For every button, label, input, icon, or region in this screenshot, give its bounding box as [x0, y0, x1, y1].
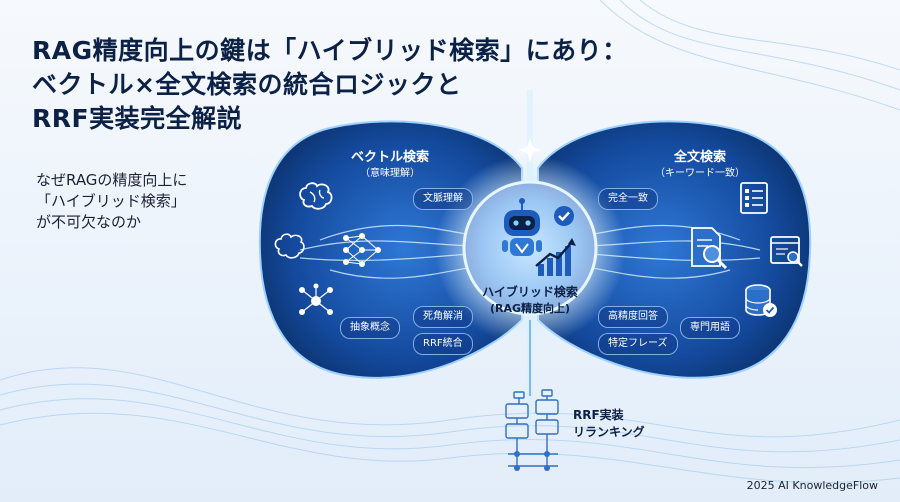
- subtitle-line-1: なぜRAGの精度向上に: [36, 171, 188, 189]
- brain-icon-small: [274, 233, 305, 259]
- pill-abstract: 抽象概念: [340, 317, 400, 339]
- check-badge-icon: [554, 206, 574, 226]
- pill-blindspot: 死角解消: [413, 306, 473, 328]
- title-line-1: RAG精度向上の鍵は「ハイブリッド検索」にあり：: [32, 36, 628, 65]
- rrf-label-line-1: RRF実装: [573, 408, 624, 422]
- subtitle-line-2: 「ハイブリッド検索」: [36, 192, 186, 210]
- magnifier-document-icon: [691, 227, 728, 270]
- title-line-2: ベクトル×全文検索の統合ロジックと: [32, 70, 462, 99]
- neural-network-icon: [343, 233, 381, 267]
- hybrid-search-title: ハイブリッド検索: [482, 285, 578, 299]
- vector-search-heading: ベクトル検索: [350, 150, 429, 165]
- browser-search-icon: [770, 236, 803, 267]
- pill-rrf-merge: RRF統合: [413, 333, 473, 355]
- pill-context: 文脈理解: [413, 188, 473, 210]
- hybrid-search-subtitle: (RAG精度向上): [489, 302, 571, 315]
- page-title: RAG精度向上の鍵は「ハイブリッド検索」にあり： ベクトル×全文検索の統合ロジッ…: [32, 34, 672, 136]
- node-graph-icon: [299, 283, 333, 315]
- pill-exact-match: 完全一致: [598, 188, 658, 210]
- hybrid-search-label: ハイブリッド検索 (RAG精度向上): [465, 283, 595, 316]
- robot-icon: [502, 198, 542, 256]
- document-list-icon: [740, 182, 768, 214]
- pill-terminology: 専門用語: [680, 317, 740, 339]
- pill-phrase: 特定フレーズ: [598, 333, 678, 355]
- fulltext-search-heading: 全文検索: [673, 150, 726, 165]
- growth-chart-icon: [535, 238, 576, 276]
- rrf-label: RRF実装 リランキング: [573, 407, 645, 441]
- title-line-3: RRF実装完全解説: [32, 104, 243, 133]
- vector-search-subheading: （意味理解）: [360, 168, 420, 179]
- footer-credit: 2025 AI KnowledgeFlow: [746, 479, 878, 492]
- rrf-flow-icon: [505, 389, 559, 471]
- rrf-label-line-2: リランキング: [573, 425, 645, 439]
- brain-icon: [299, 182, 333, 210]
- database-check-icon: [745, 284, 777, 317]
- subtitle: なぜRAGの精度向上に 「ハイブリッド検索」 が不可欠なのか: [36, 170, 187, 233]
- pill-high-precision: 高精度回答: [598, 306, 668, 328]
- subtitle-line-3: が不可欠なのか: [36, 213, 142, 231]
- fulltext-search-subheading: （キーワード一致）: [655, 168, 745, 179]
